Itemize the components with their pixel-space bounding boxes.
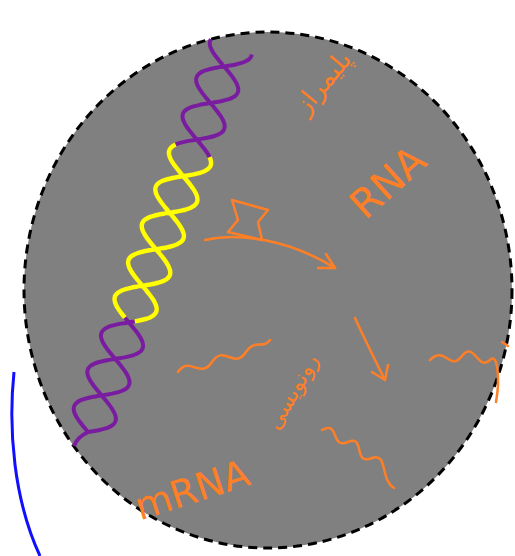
- arrow: [355, 318, 385, 380]
- arrowhead: [318, 254, 335, 268]
- hand-label: RNA: [343, 139, 433, 226]
- hand-label: mRNA: [130, 454, 254, 527]
- nucleus: [24, 32, 512, 548]
- hand-label: پلیمراز: [289, 46, 356, 119]
- hand-label: رونویسی: [262, 351, 322, 434]
- mrna-strand: [430, 351, 498, 402]
- arrow: [205, 237, 335, 268]
- mrna-strand: [178, 340, 270, 372]
- arrowhead: [372, 365, 388, 380]
- dna-strand: [74, 39, 239, 432]
- dna-strand: [87, 54, 251, 432]
- orange-drawing: [178, 200, 508, 488]
- mrna-strand: [322, 428, 394, 488]
- mark: [502, 342, 508, 346]
- cell-membrane: [12, 372, 40, 556]
- enzyme-symbol: [228, 200, 268, 240]
- dna-strand: [74, 432, 88, 446]
- gene-segment: [128, 157, 211, 321]
- dna-helix: [74, 39, 252, 446]
